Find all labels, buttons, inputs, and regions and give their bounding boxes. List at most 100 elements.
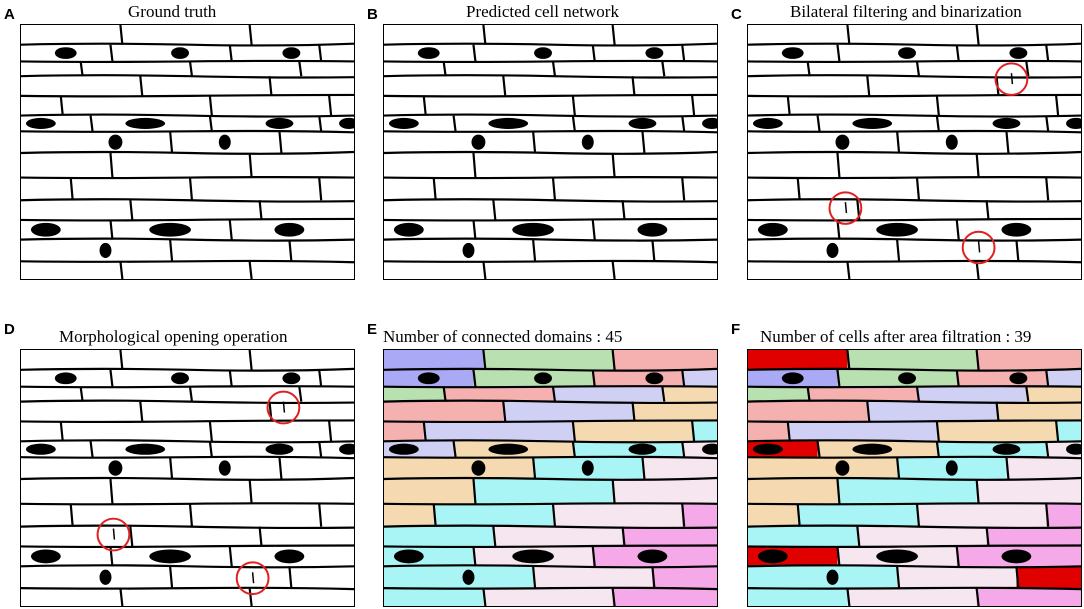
cell-region xyxy=(632,401,717,422)
intercellular-space xyxy=(512,549,554,564)
cell-wall xyxy=(169,131,174,154)
cell-region xyxy=(572,441,683,458)
cell-membrane xyxy=(21,74,354,79)
cell-wall xyxy=(1045,177,1050,201)
artifact-mark xyxy=(844,202,848,214)
cell-wall xyxy=(896,239,901,262)
cell-wall xyxy=(915,503,921,527)
cell-wall xyxy=(442,61,447,77)
cell-wall xyxy=(621,526,626,547)
cell-membrane xyxy=(384,129,717,134)
intercellular-space xyxy=(876,549,918,564)
intercellular-space xyxy=(30,549,61,564)
cell-membrane xyxy=(21,419,354,424)
cell-wall xyxy=(288,566,293,589)
cell-wall xyxy=(328,421,333,442)
cell-wall xyxy=(482,25,487,45)
cell-wall xyxy=(532,131,537,154)
cell-membrane xyxy=(748,217,1081,222)
cell-wall xyxy=(169,566,174,589)
cell-wall xyxy=(806,61,811,77)
intercellular-space xyxy=(702,443,717,455)
intercellular-space xyxy=(54,47,77,59)
cell-wall xyxy=(139,76,144,96)
cell-region xyxy=(384,588,484,606)
intercellular-space xyxy=(339,117,354,129)
cell-region xyxy=(493,526,623,547)
cell-wall xyxy=(806,386,811,402)
cell-wall xyxy=(896,457,901,480)
intercellular-space xyxy=(534,372,552,385)
cell-region xyxy=(1046,369,1081,387)
cell-wall xyxy=(935,441,940,458)
highlight-circle xyxy=(96,517,131,552)
intercellular-space xyxy=(1009,47,1028,59)
intercellular-space xyxy=(835,134,850,150)
intercellular-space xyxy=(265,117,294,129)
cell-image-predicted xyxy=(383,24,718,280)
cell-wall xyxy=(846,25,851,45)
cell-wall xyxy=(1045,115,1050,132)
cell-region xyxy=(433,503,553,527)
cell-region xyxy=(682,503,717,527)
intercellular-space xyxy=(218,460,231,476)
intercellular-space xyxy=(30,222,61,237)
cell-wall xyxy=(915,177,921,201)
cell-wall xyxy=(641,131,646,154)
cell-region xyxy=(642,457,717,479)
cell-region xyxy=(662,386,717,402)
artifact-mark xyxy=(282,401,286,413)
cell-wall xyxy=(328,95,333,116)
cell-wall xyxy=(611,588,616,606)
panel-title: Number of connected domains : 45 xyxy=(383,327,623,346)
cell-wall xyxy=(611,25,616,45)
cell-membrane xyxy=(748,476,1081,481)
intercellular-space xyxy=(471,460,486,476)
cell-membrane xyxy=(21,93,354,98)
intercellular-space xyxy=(945,134,958,150)
intercellular-space xyxy=(826,569,839,585)
cell-wall xyxy=(856,526,861,547)
cell-membrane xyxy=(748,42,1081,47)
cell-membrane xyxy=(21,544,354,549)
cell-wall xyxy=(89,115,94,132)
cell-wall xyxy=(482,261,487,279)
cell-wall xyxy=(935,421,940,442)
cell-wall xyxy=(452,441,457,458)
intercellular-space xyxy=(876,222,918,237)
cell-wall xyxy=(816,115,821,132)
intercellular-space xyxy=(393,222,424,237)
cell-membrane xyxy=(384,74,717,79)
cell-wall xyxy=(1045,503,1050,527)
cell-wall xyxy=(955,369,960,387)
cell-region xyxy=(976,588,1081,606)
cell-membrane xyxy=(384,586,717,591)
cell-wall xyxy=(248,152,253,178)
cell-region xyxy=(572,421,693,442)
cell-wall xyxy=(1015,239,1020,262)
cell-wall xyxy=(472,546,477,567)
intercellular-space xyxy=(171,372,189,385)
cell-region xyxy=(384,386,444,402)
cell-region xyxy=(552,386,663,402)
intercellular-space xyxy=(388,117,419,129)
cell-region xyxy=(384,421,424,442)
cell-wall xyxy=(298,386,303,402)
cell-wall xyxy=(69,503,74,527)
cell-wall xyxy=(1025,61,1030,77)
cell-wall xyxy=(591,546,596,567)
intercellular-space xyxy=(417,47,440,59)
panel-title: Number of cells after area filtration : … xyxy=(760,327,1032,346)
cell-membrane xyxy=(384,59,717,63)
cell-wall xyxy=(318,441,323,458)
cell-region xyxy=(473,478,613,504)
cell-wall xyxy=(248,588,253,606)
panel-letter: A xyxy=(4,6,15,23)
cell-wall xyxy=(208,421,213,442)
cell-membrane xyxy=(21,217,354,222)
intercellular-space xyxy=(25,443,56,455)
cell-wall xyxy=(502,76,507,96)
intercellular-space xyxy=(462,569,475,585)
cell-membrane xyxy=(21,586,354,591)
cell-wall xyxy=(169,457,174,480)
